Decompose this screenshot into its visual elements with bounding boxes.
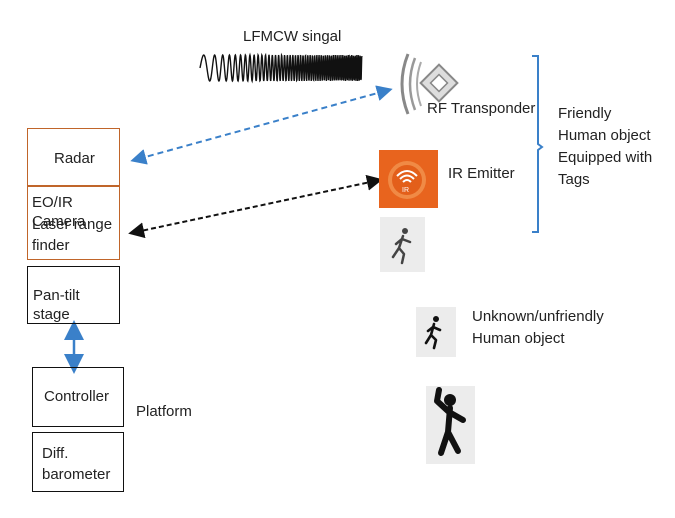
pan-tilt-label: Pan-tilt stage	[33, 287, 80, 323]
friendly-label-line: Human object	[558, 127, 651, 144]
eo-ir-label-line: Laser range	[32, 216, 113, 233]
friendly-group-bracket	[532, 55, 544, 233]
controller-label: Controller	[44, 388, 110, 405]
eo-ir-camera-box: EO/IR Camera Laser range finder	[27, 186, 120, 260]
barometer-label-line: Diff.	[42, 445, 69, 462]
eo-ir-label-line: finder	[32, 237, 70, 254]
radar-box: Radar	[27, 128, 120, 186]
lfmcw-signal-waveform	[199, 52, 363, 84]
ir-emitter-label: IR Emitter	[448, 165, 515, 182]
rf-transponder-label: RF Transponder	[427, 100, 536, 117]
running-person-icon	[380, 217, 425, 272]
signal-label: LFMCW singal	[243, 28, 342, 45]
eo-ir-label-line: EO/IR Camera	[32, 194, 86, 230]
ir-badge-text: IR	[402, 187, 409, 194]
dancing-person-icon	[426, 386, 475, 464]
friendly-label-line: Tags	[558, 171, 590, 188]
barometer-label-line: barometer	[42, 466, 111, 483]
barometer-box: Diff. barometer	[32, 432, 124, 492]
friendly-label-line: Equipped with	[558, 149, 653, 166]
unknown-label-line: Human object	[472, 330, 565, 347]
ir-emitter-icon: IR	[379, 150, 438, 208]
unknown-label-line: Unknown/unfriendly	[472, 308, 604, 325]
running-person-icon	[416, 307, 456, 357]
friendly-label-line: Friendly	[558, 105, 612, 122]
pan-tilt-stage-box: Pan-tilt stage	[27, 266, 120, 324]
radar-label: Radar	[54, 150, 95, 167]
radar-link-arrow	[130, 85, 393, 165]
platform-label: Platform	[136, 403, 192, 420]
rf-transponder-icon	[400, 53, 459, 115]
controller-box: Controller	[32, 367, 124, 427]
ir-link-arrow	[128, 174, 383, 239]
